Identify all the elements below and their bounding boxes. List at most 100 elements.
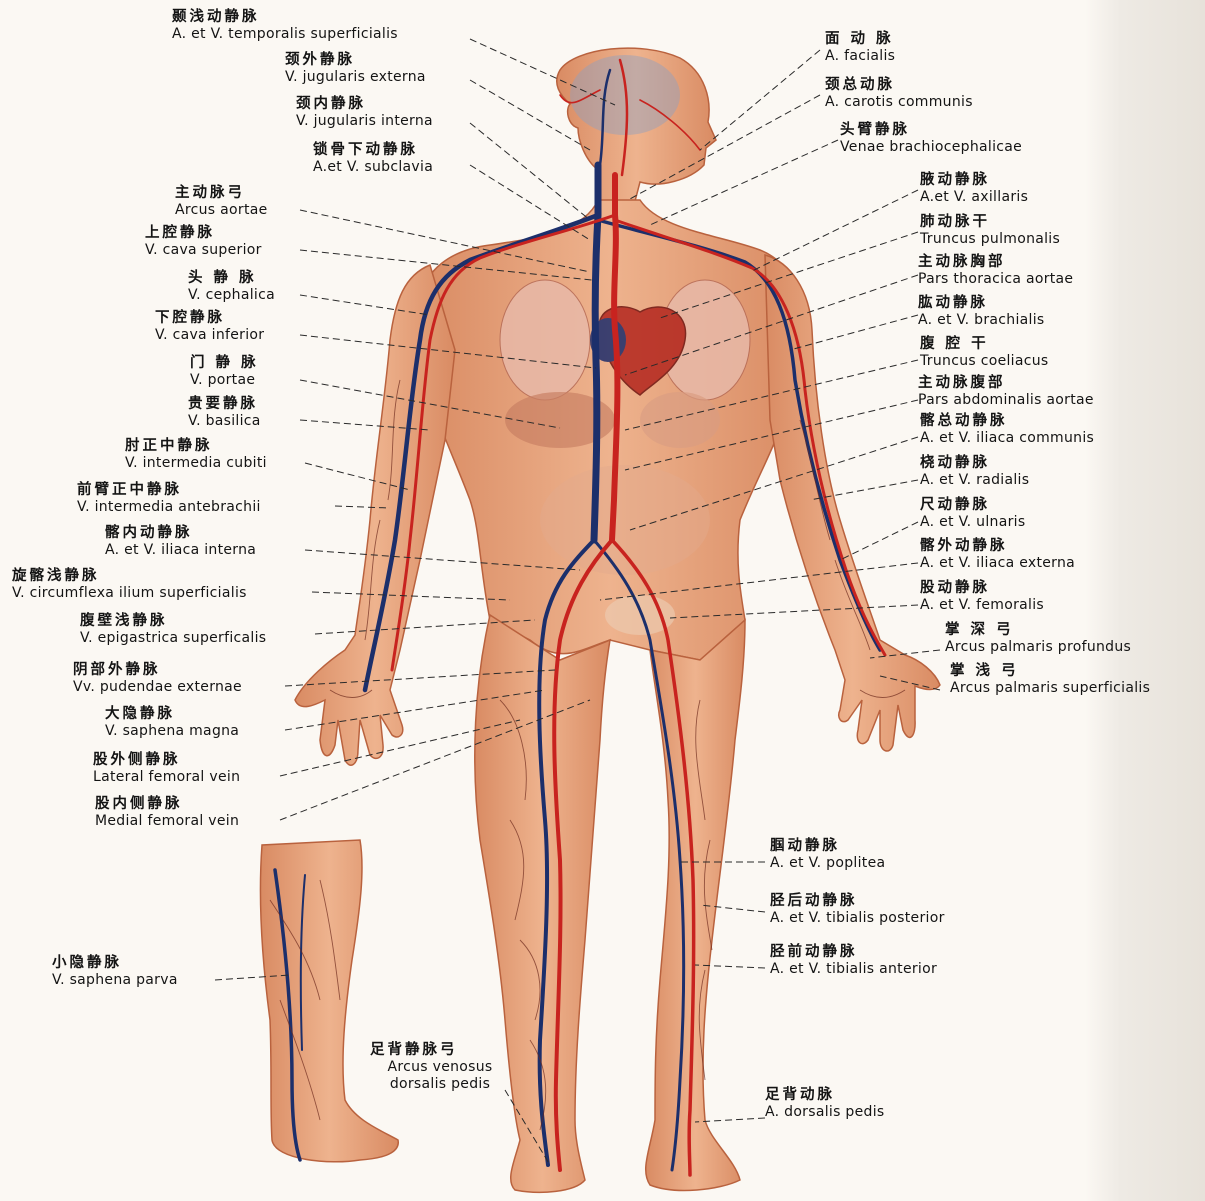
label-latin: Truncus coeliacus bbox=[920, 353, 1049, 370]
label-latin: A. et V. temporalis superficialis bbox=[172, 26, 398, 43]
label-zh: 肱动静脉 bbox=[918, 295, 1045, 312]
label-external-jugular: 颈外静脉 V. jugularis externa bbox=[285, 52, 426, 86]
label-basilic-vein: 贵要静脉 V. basilica bbox=[188, 396, 261, 430]
label-latin: A. et V. iliaca interna bbox=[105, 542, 256, 559]
label-dorsal-venous-arch: 足背静脉弓 Arcus venosus dorsalis pedis bbox=[370, 1042, 510, 1093]
label-zh: 腘动静脉 bbox=[770, 838, 885, 855]
label-median-cubital: 肘正中静脉 V. intermedia cubiti bbox=[125, 438, 267, 472]
label-temporal-superficial: 颞浅动静脉 A. et V. temporalis superficialis bbox=[172, 9, 398, 43]
label-zh: 主动脉弓 bbox=[175, 185, 268, 202]
calf-inset bbox=[260, 840, 398, 1162]
label-latin: V. circumflexa ilium superficialis bbox=[12, 585, 247, 602]
label-brachiocephalic-veins: 头臂静脉 Venae brachiocephalicae bbox=[840, 122, 1022, 156]
label-latin: A.et V. subclavia bbox=[313, 159, 433, 176]
label-zh: 腋动静脉 bbox=[920, 172, 1028, 189]
label-small-saphenous: 小隐静脉 V. saphena parva bbox=[52, 955, 178, 989]
label-latin: V. jugularis externa bbox=[285, 69, 426, 86]
label-pulmonary-trunk: 肺动脉干 Truncus pulmonalis bbox=[920, 214, 1060, 248]
label-facial-artery: 面 动 脉 A. facialis bbox=[825, 31, 895, 65]
label-zh: 主动脉腹部 bbox=[918, 375, 1094, 392]
label-latin: V. intermedia cubiti bbox=[125, 455, 267, 472]
label-thoracic-aorta: 主动脉胸部 Pars thoracica aortae bbox=[918, 254, 1073, 288]
label-anterior-tibial: 胫前动静脉 A. et V. tibialis anterior bbox=[770, 944, 937, 978]
label-zh: 颈内静脉 bbox=[296, 96, 433, 113]
label-zh: 髂总动静脉 bbox=[920, 413, 1094, 430]
label-internal-iliac: 髂内动静脉 A. et V. iliaca interna bbox=[105, 525, 256, 559]
label-ulnar: 尺动静脉 A. et V. ulnaris bbox=[920, 497, 1025, 531]
label-zh: 锁骨下动静脉 bbox=[313, 142, 433, 159]
label-zh: 股外侧静脉 bbox=[93, 752, 240, 769]
label-latin: V. saphena magna bbox=[105, 723, 239, 740]
label-latin: Venae brachiocephalicae bbox=[840, 139, 1022, 156]
label-median-antebrachial: 前臂正中静脉 V. intermedia antebrachii bbox=[77, 482, 261, 516]
label-common-carotid: 颈总动脉 A. carotis communis bbox=[825, 77, 973, 111]
label-latin: V. basilica bbox=[188, 413, 261, 430]
label-portal-vein: 门 静 脉 V. portae bbox=[190, 355, 259, 389]
label-zh: 主动脉胸部 bbox=[918, 254, 1073, 271]
label-zh: 前臂正中静脉 bbox=[77, 482, 261, 499]
label-superficial-circumflex-iliac: 旋髂浅静脉 V. circumflexa ilium superficialis bbox=[12, 568, 247, 602]
label-latin: A. et V. ulnaris bbox=[920, 514, 1025, 531]
label-latin: V. cephalica bbox=[188, 287, 275, 304]
label-latin: A. facialis bbox=[825, 48, 895, 65]
label-zh: 头臂静脉 bbox=[840, 122, 1022, 139]
label-cephalic-vein: 头 静 脉 V. cephalica bbox=[188, 270, 275, 304]
label-superficial-palmar-arch: 掌 浅 弓 Arcus palmaris superficialis bbox=[950, 663, 1150, 697]
label-lateral-femoral-vein: 股外侧静脉 Lateral femoral vein bbox=[93, 752, 240, 786]
label-popliteal: 腘动静脉 A. et V. poplitea bbox=[770, 838, 885, 872]
label-zh: 足背静脉弓 bbox=[370, 1042, 510, 1059]
label-external-pudendal: 阴部外静脉 Vv. pudendae externae bbox=[73, 662, 242, 696]
label-external-iliac: 髂外动静脉 A. et V. iliaca externa bbox=[920, 538, 1075, 572]
label-great-saphenous: 大隐静脉 V. saphena magna bbox=[105, 706, 239, 740]
label-latin: V. portae bbox=[190, 372, 259, 389]
label-posterior-tibial: 胫后动静脉 A. et V. tibialis posterior bbox=[770, 893, 945, 927]
label-zh: 颞浅动静脉 bbox=[172, 9, 398, 26]
label-latin: Arcus venosus dorsalis pedis bbox=[370, 1059, 510, 1093]
label-zh: 上腔静脉 bbox=[145, 225, 262, 242]
label-zh: 大隐静脉 bbox=[105, 706, 239, 723]
label-latin: A. et V. radialis bbox=[920, 472, 1029, 489]
label-brachial: 肱动静脉 A. et V. brachialis bbox=[918, 295, 1045, 329]
label-latin: V. intermedia antebrachii bbox=[77, 499, 261, 516]
label-abdominal-aorta: 主动脉腹部 Pars abdominalis aortae bbox=[918, 375, 1094, 409]
label-zh: 头 静 脉 bbox=[188, 270, 275, 287]
label-latin: A. et V. tibialis anterior bbox=[770, 961, 937, 978]
label-aortic-arch: 主动脉弓 Arcus aortae bbox=[175, 185, 268, 219]
label-axillary: 腋动静脉 A.et V. axillaris bbox=[920, 172, 1028, 206]
label-zh: 旋髂浅静脉 bbox=[12, 568, 247, 585]
label-latin: Medial femoral vein bbox=[95, 813, 239, 830]
label-zh: 掌 浅 弓 bbox=[950, 663, 1150, 680]
label-zh: 股动静脉 bbox=[920, 580, 1044, 597]
label-zh: 髂外动静脉 bbox=[920, 538, 1075, 555]
label-latin: A.et V. axillaris bbox=[920, 189, 1028, 206]
label-zh: 贵要静脉 bbox=[188, 396, 261, 413]
label-radial: 桡动静脉 A. et V. radialis bbox=[920, 455, 1029, 489]
label-deep-palmar-arch: 掌 深 弓 Arcus palmaris profundus bbox=[945, 622, 1131, 656]
label-zh: 阴部外静脉 bbox=[73, 662, 242, 679]
stomach bbox=[640, 392, 720, 448]
label-zh: 颈总动脉 bbox=[825, 77, 973, 94]
label-latin: Lateral femoral vein bbox=[93, 769, 240, 786]
label-dorsalis-pedis: 足背动脉 A. dorsalis pedis bbox=[765, 1087, 885, 1121]
label-zh: 门 静 脉 bbox=[190, 355, 259, 372]
label-latin: V. cava inferior bbox=[155, 327, 264, 344]
label-latin: A. et V. tibialis posterior bbox=[770, 910, 945, 927]
label-latin: A. et V. brachialis bbox=[918, 312, 1045, 329]
label-latin: Truncus pulmonalis bbox=[920, 231, 1060, 248]
label-internal-jugular: 颈内静脉 V. jugularis interna bbox=[296, 96, 433, 130]
label-zh: 尺动静脉 bbox=[920, 497, 1025, 514]
label-zh: 小隐静脉 bbox=[52, 955, 178, 972]
label-zh: 下腔静脉 bbox=[155, 310, 264, 327]
label-latin: V. jugularis interna bbox=[296, 113, 433, 130]
label-zh: 桡动静脉 bbox=[920, 455, 1029, 472]
label-subclavian: 锁骨下动静脉 A.et V. subclavia bbox=[313, 142, 433, 176]
label-latin: V. epigastrica superficalis bbox=[80, 630, 266, 647]
label-zh: 掌 深 弓 bbox=[945, 622, 1131, 639]
label-latin: Pars abdominalis aortae bbox=[918, 392, 1094, 409]
label-zh: 面 动 脉 bbox=[825, 31, 895, 48]
label-latin: A. et V. iliaca communis bbox=[920, 430, 1094, 447]
label-latin: Pars thoracica aortae bbox=[918, 271, 1073, 288]
label-femoral: 股动静脉 A. et V. femoralis bbox=[920, 580, 1044, 614]
label-superficial-epigastric: 腹壁浅静脉 V. epigastrica superficalis bbox=[80, 613, 266, 647]
label-latin: V. cava superior bbox=[145, 242, 262, 259]
